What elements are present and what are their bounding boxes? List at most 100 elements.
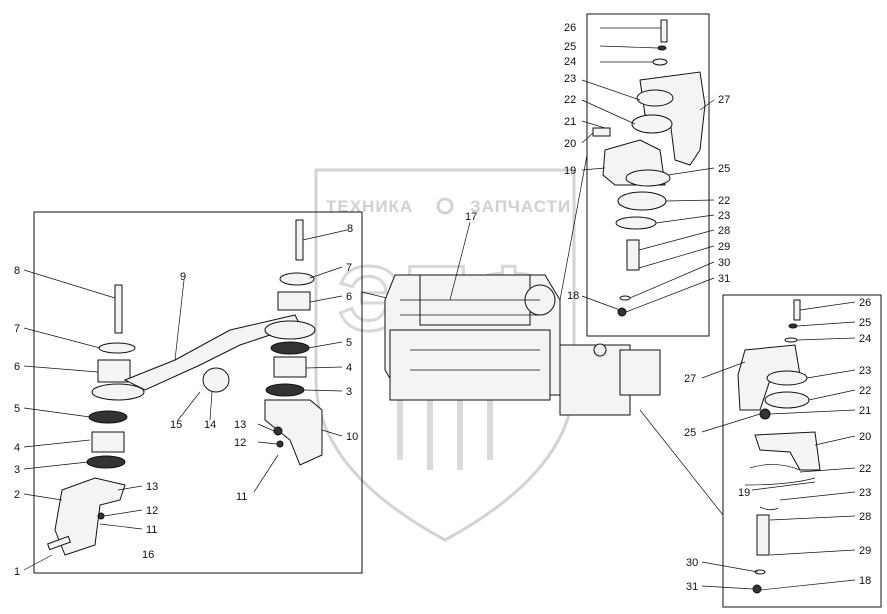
- connector-line: [639, 409, 724, 516]
- sleeve: [626, 239, 640, 271]
- callout-26: 26: [859, 297, 871, 309]
- callout-22: 22: [718, 195, 730, 207]
- bolt: [46, 535, 72, 551]
- mounting-bracket: [54, 477, 126, 556]
- bracket-eye: [264, 320, 316, 340]
- callout-24: 24: [564, 56, 576, 68]
- nut: [617, 307, 627, 317]
- washer: [619, 295, 631, 301]
- callout-29: 29: [718, 241, 730, 253]
- washer: [98, 342, 136, 354]
- washer: [88, 410, 128, 424]
- watermark-text-right: ЗАПЧАСТИ: [470, 197, 571, 216]
- left-assembly: [46, 219, 323, 556]
- callout-28: 28: [718, 225, 730, 237]
- washer: [784, 337, 798, 343]
- callout-11: 11: [146, 524, 157, 536]
- watermark-text-left: ТЕХНИКА: [326, 197, 413, 216]
- callout-18: 18: [567, 290, 579, 302]
- callout-8: 8: [14, 265, 20, 277]
- rubber-cushion: [277, 291, 311, 311]
- callout-25: 25: [564, 41, 576, 53]
- cushion: [631, 114, 673, 134]
- callout-27: 27: [718, 94, 730, 106]
- callout-30: 30: [686, 557, 698, 569]
- cushion-edge: [744, 477, 816, 486]
- callout-3: 3: [346, 386, 352, 398]
- nut: [273, 426, 283, 436]
- labels-top-right: 26 25 24 23 22 21 20 19 27 25 22 23 28 2…: [564, 22, 730, 302]
- callout-29: 29: [859, 545, 871, 557]
- cushion-edge: [759, 506, 779, 511]
- callout-31: 31: [686, 581, 698, 593]
- callout-18: 18: [859, 575, 871, 587]
- connector-line: [559, 154, 588, 301]
- nut: [276, 440, 284, 448]
- washer: [86, 455, 126, 469]
- callout-5: 5: [346, 337, 352, 349]
- washer: [279, 272, 315, 286]
- bolt: [295, 219, 304, 261]
- callout-7: 7: [14, 323, 20, 335]
- callout-1: 1: [14, 566, 20, 578]
- callout-8: 8: [347, 223, 353, 235]
- callout-23: 23: [718, 210, 730, 222]
- bolt: [793, 299, 801, 321]
- cushion: [615, 216, 657, 230]
- bushing: [202, 367, 230, 393]
- callout-11: 11: [236, 491, 247, 503]
- callout-20: 20: [564, 138, 576, 150]
- callout-4: 4: [14, 442, 20, 454]
- labels-bottom-right: 26 25 24 27 23 22 21 25 20 22 19 23 28 2…: [684, 297, 871, 593]
- callout-21: 21: [859, 405, 871, 417]
- top-right-assembly: [592, 19, 706, 317]
- nut: [752, 584, 762, 594]
- washer: [652, 58, 668, 66]
- callout-24: 24: [859, 333, 871, 345]
- gear-icon: [436, 197, 454, 215]
- callout-25: 25: [718, 163, 730, 175]
- sleeve: [756, 514, 770, 556]
- callout-20: 20: [859, 431, 871, 443]
- bolt: [660, 19, 668, 43]
- callout-17: 17: [465, 211, 477, 223]
- callout-2: 2: [14, 489, 20, 501]
- cushion: [764, 391, 810, 409]
- callout-4: 4: [346, 362, 352, 374]
- top-right-assembly-frame: [586, 13, 710, 337]
- callout-21: 21: [564, 116, 576, 128]
- cushion: [617, 191, 667, 211]
- callout-15: 15: [170, 419, 182, 431]
- callout-26: 26: [564, 22, 576, 34]
- washer: [788, 323, 798, 329]
- labels-left: 8 7 6 5 4 3 2 1 9 15 14 13 12 11 16 8 7 …: [14, 223, 358, 578]
- callout-28: 28: [859, 511, 871, 523]
- cushion-edge: [749, 464, 801, 471]
- cushion: [636, 89, 674, 107]
- callout-25: 25: [684, 427, 696, 439]
- callout-22: 22: [859, 385, 871, 397]
- callout-16: 16: [142, 549, 154, 561]
- callout-13: 13: [234, 419, 246, 431]
- bottom-right-assembly: [737, 299, 821, 594]
- callout-19: 19: [564, 165, 576, 177]
- bracket-eye: [91, 383, 145, 401]
- bolt: [592, 127, 611, 137]
- callout-6: 6: [346, 291, 352, 303]
- bolt: [114, 284, 123, 334]
- callout-19: 19: [738, 487, 750, 499]
- washer: [754, 569, 766, 575]
- nut: [97, 512, 105, 520]
- callout-23: 23: [859, 365, 871, 377]
- nut: [759, 408, 771, 420]
- callout-9: 9: [180, 271, 186, 283]
- washer: [270, 341, 310, 355]
- callout-30: 30: [718, 257, 730, 269]
- callout-3: 3: [14, 464, 20, 476]
- bottom-right-assembly-frame: [722, 294, 882, 608]
- callout-6: 6: [14, 361, 20, 373]
- rubber-cushion: [91, 431, 125, 453]
- rubber-cushion: [97, 359, 131, 383]
- callout-12: 12: [234, 437, 246, 449]
